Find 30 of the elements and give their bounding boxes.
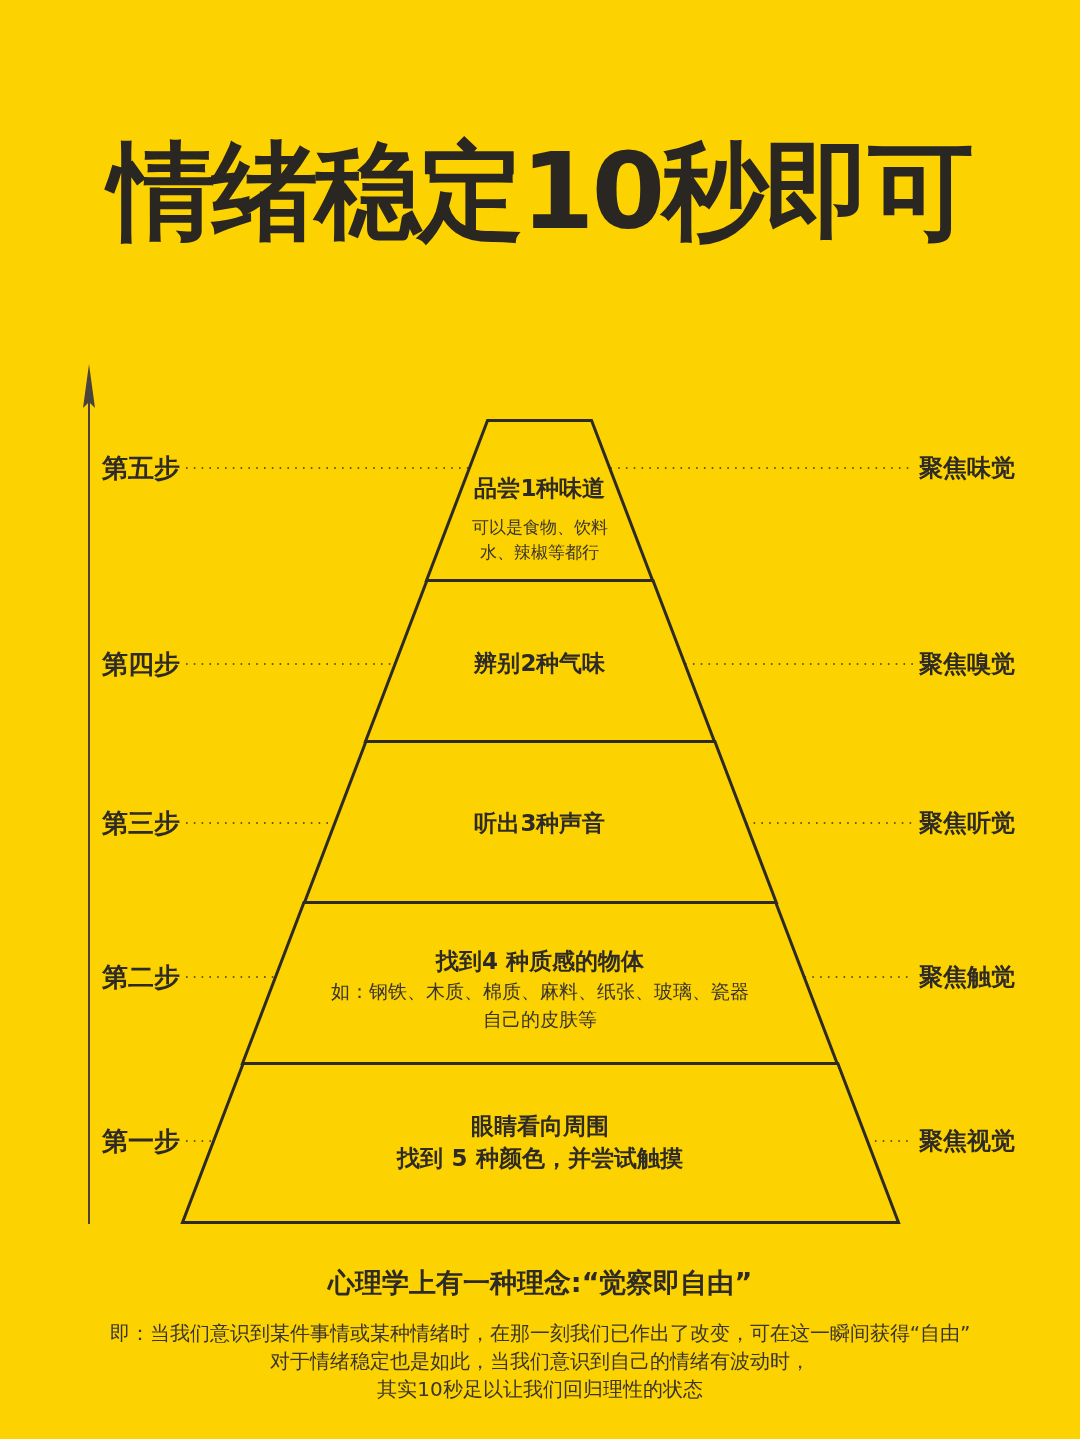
step-label: 第三步 (102, 807, 180, 839)
sense-label: 聚焦嗅觉 (919, 648, 1015, 680)
pyramid-tier (364, 578, 716, 743)
sense-label: 聚焦听觉 (919, 807, 1015, 839)
step-label: 第五步 (102, 452, 180, 484)
pyramid-tier (180, 1061, 900, 1224)
step-title: 找到4 种质感的物体 (436, 947, 644, 976)
step-label: 第二步 (102, 961, 180, 993)
sense-label: 聚焦味觉 (919, 452, 1015, 484)
dotted-leader-line (684, 663, 914, 665)
dotted-leader-line (185, 1140, 214, 1142)
step-label: 第一步 (102, 1125, 180, 1157)
step-title: 听出3种声音 (474, 809, 606, 838)
step-title: 找到 5 种颜色，并尝试触摸 (397, 1144, 683, 1173)
sense-label: 聚焦触觉 (919, 961, 1015, 993)
step-title: 品尝1种味道 (474, 474, 606, 503)
section-heading: 心理学上有一种理念:“觉察即自由” (327, 1266, 753, 1300)
step-title: 辨别2种气味 (474, 649, 606, 678)
step-label: 第四步 (102, 648, 180, 680)
pyramid-tier (241, 900, 839, 1065)
step-title: 眼睛看向周围 (471, 1112, 609, 1141)
body-text: 其实10秒足以让我们回归理性的状态 (377, 1376, 703, 1402)
step-description: 可以是食物、饮料水、辣椒等都行 (471, 515, 609, 564)
pyramid-tier (302, 739, 778, 904)
step-description: 如：钢铁、木质、棉质、麻料、纸张、玻璃、瓷器自己的皮肤等 (330, 979, 750, 1032)
dotted-leader-line (185, 467, 471, 469)
body-text: 即：当我们意识到某件事情或某种情绪时，在那一刻我们已作出了改变，可在这一瞬间获得“自由” (109, 1320, 971, 1346)
sense-label: 聚焦视觉 (919, 1125, 1015, 1157)
pyramid-tier (425, 418, 655, 582)
body-text: 对于情绪稳定也是如此，当我们意识到自己的情绪有波动时， (270, 1348, 810, 1374)
